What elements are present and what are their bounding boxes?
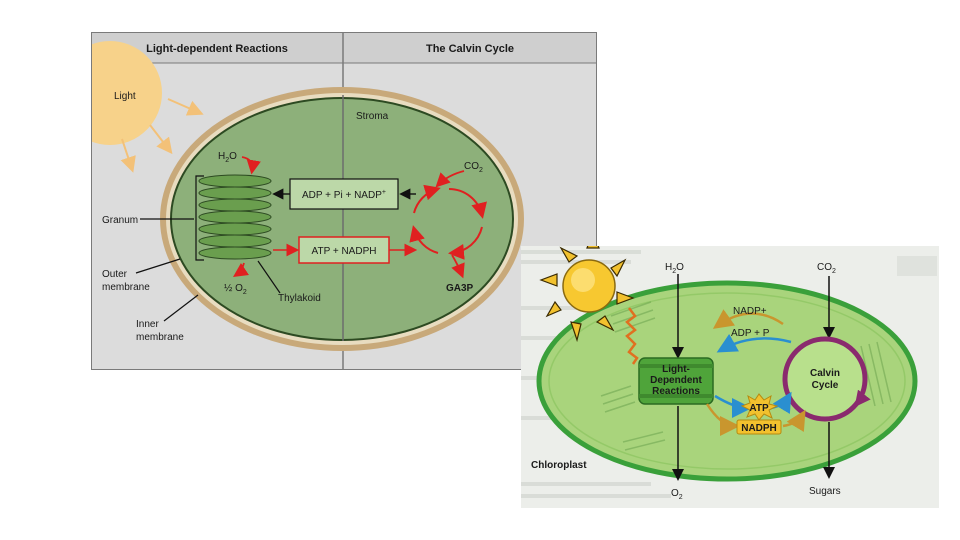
nadph-badge: NADPH [736, 419, 782, 435]
light-energy-zigzag [625, 307, 639, 365]
nadph-to-cycle-arrow [782, 409, 806, 433]
co2-arrow [435, 170, 465, 188]
left-diagram-svg: Light-dependent Reactions The Calvin Cyc… [92, 33, 596, 369]
svg-text:Cycle: Cycle [812, 380, 839, 391]
svg-text:Light-: Light- [662, 364, 690, 375]
light-ray [120, 138, 136, 173]
svg-text:Dependent: Dependent [650, 375, 702, 386]
header-light-dependent: Light-dependent Reactions [146, 43, 288, 55]
granum-label: Granum [102, 215, 138, 226]
calvin-cycle-ring: Calvin Cycle [782, 336, 871, 422]
light-ray [167, 98, 204, 116]
header-bar [92, 33, 596, 63]
outer-membrane-pointer [135, 258, 181, 274]
sun-icon [539, 246, 635, 343]
light-dependent-reactions-block: Light- Dependent Reactions [638, 357, 714, 405]
ga3p-arrow [451, 254, 465, 279]
h2o-top-label: H2O [665, 262, 684, 275]
granum-bracket [195, 175, 204, 261]
nadp-label: NADP+ [733, 306, 767, 317]
inner-membrane-pointer [163, 294, 199, 322]
adp-p-label: ADP + P [731, 328, 770, 339]
svg-text:Reactions: Reactions [652, 386, 700, 397]
outer-membrane-label-line1: Outer [102, 269, 128, 280]
chloroplast-label: Chloroplast [531, 460, 587, 471]
svg-text:Calvin: Calvin [810, 368, 840, 379]
co2-label: CO2 [464, 161, 483, 174]
right-diagram-svg: H2O O2 CO2 Sugars Light- Dependent React… [521, 246, 937, 501]
outer-membrane-label-line2: membrane [102, 282, 150, 293]
sun-shape [92, 41, 162, 145]
inner-membrane-label-line2: membrane [136, 332, 184, 343]
svg-text:NADPH: NADPH [741, 423, 777, 434]
header-calvin-cycle: The Calvin Cycle [426, 43, 514, 55]
sugars-label: Sugars [809, 486, 841, 497]
atp-label: ATP [749, 403, 769, 414]
adp-box-label: ADP + Pi + NADP+ [302, 189, 386, 201]
thylakoid-pointer [257, 260, 281, 294]
co2-top-label: CO2 [817, 262, 836, 275]
nadph-forward-arrow [705, 403, 740, 436]
o2-arrow [233, 262, 249, 277]
inner-membrane-label-line1: Inner [136, 319, 159, 330]
ga3p-label: GA3P [446, 283, 474, 294]
light-label: Light [114, 91, 136, 102]
adp-return-arrow [716, 333, 792, 353]
h2o-arrow [241, 156, 261, 175]
light-ray [149, 124, 173, 155]
nadp-return-arrow [712, 309, 784, 329]
atp-nadph-box [298, 236, 390, 264]
o2-label: ½ O2 [224, 283, 247, 296]
granum-stack [198, 174, 272, 260]
background-grana [600, 301, 892, 451]
stroma-label: Stroma [356, 111, 389, 122]
thylakoid-label: Thylakoid [278, 293, 321, 304]
h2o-label: H2O [218, 151, 237, 164]
calvin-cycle-arrows [409, 184, 487, 260]
chloroplast-overview-diagram: H2O O2 CO2 Sugars Light- Dependent React… [521, 246, 939, 508]
o2-bottom-label: O2 [671, 488, 683, 501]
light-dependent-calvin-diagram: Light-dependent Reactions The Calvin Cyc… [91, 32, 597, 370]
atp-nadph-label: ATP + NADPH [312, 246, 377, 257]
